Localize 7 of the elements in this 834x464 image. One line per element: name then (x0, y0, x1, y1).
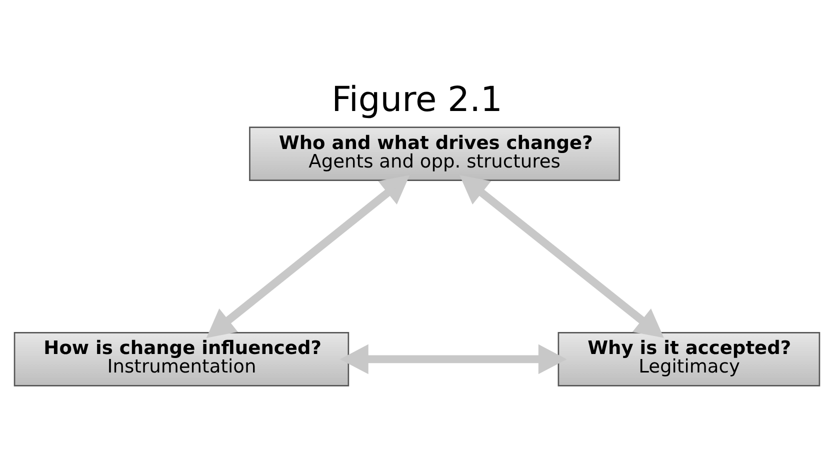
node-box: Who and what drives change? Agents and opp. structures (249, 126, 620, 181)
node-box: Why is it accepted? Legitimacy (558, 332, 820, 386)
arrow (340, 344, 567, 374)
node-box: How is change influenced? Instrumentation (14, 332, 350, 386)
arrow (206, 175, 410, 338)
arrow (460, 175, 664, 338)
diagram-title: Figure 2.1 (332, 80, 502, 120)
